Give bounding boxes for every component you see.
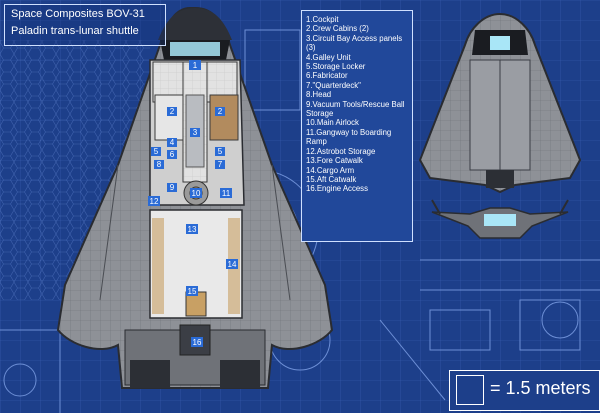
- label-cargo-arm: 14: [228, 260, 237, 269]
- marker-cargo-arm: [226, 259, 238, 269]
- legend-item: 13.Fore Catwalk: [306, 156, 363, 166]
- label-fabricator: 6: [170, 150, 175, 159]
- legend-item: 7."Quarterdeck": [306, 80, 361, 90]
- title-line-2: Paladin trans-lunar shuttle: [11, 25, 139, 37]
- label-engine-access: 16: [193, 338, 202, 347]
- legend-item: 6.Fabricator: [306, 71, 348, 81]
- shuttle-top-view: [418, 12, 582, 194]
- legend-item: 2.Crew Cabins (2): [306, 24, 369, 34]
- label-cabin-left: 2: [170, 107, 175, 116]
- label-cockpit: 1: [193, 61, 198, 70]
- marker-storage-right: [215, 147, 225, 156]
- label-airlock: 10: [192, 189, 201, 198]
- marker-aft-catwalk: [186, 286, 198, 296]
- marker-cockpit: [189, 60, 201, 70]
- label-quarterdeck: 7: [218, 160, 223, 169]
- label-aft-catwalk: 15: [188, 287, 197, 296]
- legend-item: 15.Aft Catwalk: [306, 174, 357, 184]
- title-box: Space Composites BOV-31 Paladin trans-lu…: [4, 4, 166, 46]
- label-cabin-right: 2: [218, 107, 223, 116]
- storage-bunk: [209, 94, 239, 141]
- legend-item: 16.Engine Access: [306, 184, 368, 194]
- fore-catwalk: [152, 218, 164, 314]
- legend-item: 9.Vacuum Tools/Rescue Ball: [306, 99, 405, 109]
- marker-circuit-bay: [190, 128, 200, 137]
- marker-storage-left: [151, 147, 161, 156]
- label-gangway: 11: [222, 189, 231, 198]
- legend-item: 8.Head: [306, 90, 332, 100]
- marker-head: [154, 160, 164, 169]
- top-view-window: [490, 36, 510, 50]
- marker-cabin-left: [167, 107, 177, 116]
- marker-fabricator: [167, 150, 177, 159]
- front-view-window: [484, 214, 516, 226]
- legend-item: 12.Astrobot Storage: [306, 146, 376, 156]
- marker-vacuum-tools: [167, 183, 177, 192]
- front-view-fins: [431, 199, 569, 215]
- label-circuit-bay: 3: [193, 128, 198, 137]
- engine-right: [220, 360, 260, 388]
- label-fore-catwalk: 13: [188, 225, 197, 234]
- legend-item: 1.Cockpit: [306, 15, 339, 24]
- marker-fore-catwalk: [186, 224, 198, 234]
- marker-airlock: [190, 188, 202, 198]
- nose-cone: [158, 8, 232, 40]
- scale-text: = 1.5 meters: [490, 378, 591, 398]
- legend-item: 11.Gangway to Boarding Ramp: [306, 127, 392, 147]
- marker-astrobot: [148, 196, 160, 206]
- plan-markers: 1 2 2 3 4 5 5 6 7 8 9 10 11 12 13 14 15 …: [148, 60, 238, 347]
- marker-galley: [167, 138, 177, 147]
- legend-item: 3.Circuit Bay Access panels (3): [306, 33, 403, 53]
- label-vacuum-tools: 9: [170, 183, 175, 192]
- marker-quarterdeck: [215, 160, 225, 169]
- legend-item: 14.Cargo Arm: [306, 165, 355, 175]
- marker-engine-access: [191, 337, 203, 347]
- label-galley: 4: [170, 138, 175, 147]
- galley-area: [154, 94, 184, 141]
- wing-seams: [99, 164, 291, 301]
- engine-left: [130, 360, 170, 388]
- label-storage-right: 5: [218, 147, 223, 156]
- title-line-1: Space Composites BOV-31: [11, 8, 145, 20]
- cockpit-window: [170, 42, 220, 56]
- shuttle-front-view: [431, 199, 569, 239]
- label-storage-left: 5: [154, 147, 159, 156]
- scale-square: [456, 375, 484, 405]
- legend-item: 5.Storage Locker: [306, 62, 366, 72]
- scale-box: = 1.5 meters: [449, 370, 600, 411]
- label-astrobot: 12: [150, 197, 159, 206]
- top-view-engine: [486, 170, 514, 188]
- marker-gangway: [220, 188, 232, 198]
- label-head: 8: [157, 160, 162, 169]
- legend-item: 4.Galley Unit: [306, 52, 351, 62]
- legend-item: 10.Main Airlock: [306, 118, 359, 128]
- legend-item: Storage: [306, 109, 334, 119]
- marker-cabin-right: [215, 107, 225, 116]
